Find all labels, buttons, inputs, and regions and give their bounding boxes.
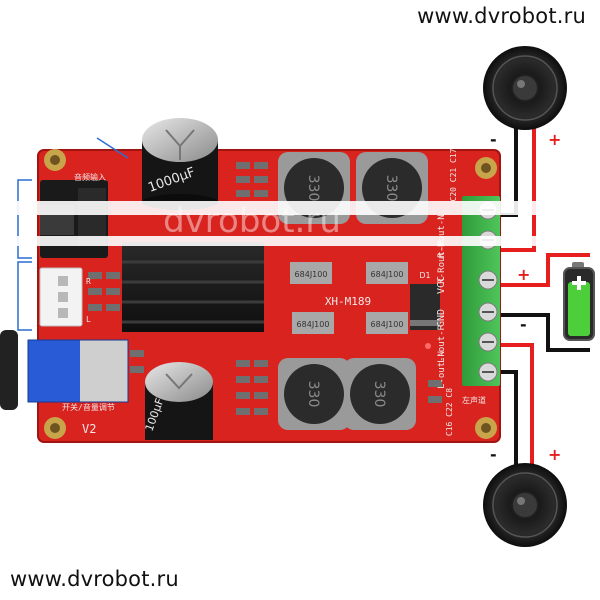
film-cap-label: 684J100: [297, 320, 330, 329]
polarity-plus-bottom-speaker: +: [548, 445, 561, 464]
inductor-code-label: 330: [383, 175, 399, 202]
left-channel-label: 左声道: [462, 395, 486, 405]
wire-left-speaker-minus: [500, 370, 518, 470]
smd-components: [88, 162, 442, 415]
pin-label-r-out-p: R-Rout-P: [437, 240, 447, 284]
polarity-minus-bottom-speaker: -: [490, 445, 497, 464]
polarity-plus-battery: +: [517, 265, 530, 284]
pin-label-l-out-p: L-out-P: [437, 324, 447, 363]
inductor-code-label: 330: [305, 175, 321, 202]
mounting-hole: [44, 149, 66, 171]
film-cap-label: 684J100: [295, 270, 328, 279]
wire-left-speaker-plus: [500, 343, 534, 470]
film-cap-label: 684J100: [371, 270, 404, 279]
inductor-code-label: 330: [305, 381, 321, 408]
film-cap-label: 684J100: [371, 320, 404, 329]
film-capacitor: 684J100: [290, 262, 332, 284]
switch-volume-label: 开关/音量调节: [62, 402, 115, 412]
diode-label: D1: [419, 271, 430, 280]
inductor-code-label: 330: [371, 381, 387, 408]
speaker-icon: [483, 463, 567, 547]
film-capacitor: 684J100: [366, 312, 408, 334]
mounting-hole: [475, 157, 497, 179]
input-connector: [39, 267, 83, 327]
speaker-icon: [483, 46, 567, 130]
pin-label-l-out-n: L-out-N: [437, 351, 447, 389]
screw-terminal-block: [462, 196, 500, 386]
watermark-bottom: www.dvrobot.ru: [10, 567, 179, 591]
pin-label-vcc: VCC: [436, 276, 447, 294]
film-capacitor: 684J100: [366, 262, 408, 284]
film-capacitor: 684J100: [292, 312, 334, 334]
left-channel-pin-label: L: [86, 315, 91, 324]
polarity-minus-top-speaker: -: [490, 130, 497, 149]
pin-label-gnd: GND: [436, 309, 447, 327]
potentiometer: [0, 330, 129, 410]
inductor: 330: [344, 358, 416, 430]
polarity-minus-battery: -: [520, 315, 527, 334]
wire-battery-plus: [500, 253, 590, 287]
watermark-top: www.dvrobot.ru: [417, 4, 586, 28]
board-version-label: V2: [82, 422, 96, 436]
inductor: 330: [278, 358, 350, 430]
electrolytic-capacitor: 100µF: [143, 362, 213, 440]
audio-input-label: 音频输入: [74, 172, 106, 182]
board-model-label: XH-M189: [325, 295, 371, 308]
watermark-overlay: dvrobot.ru: [163, 201, 341, 241]
audio-jack: [40, 180, 108, 258]
heatsink: [122, 242, 264, 332]
wire-battery-minus: [500, 313, 590, 352]
cap-reference-top: C20 C21 C17: [449, 148, 458, 201]
power-led: [425, 343, 431, 349]
polarity-plus-top-speaker: +: [548, 130, 561, 149]
battery-icon: [563, 262, 595, 341]
diode: D1: [410, 271, 440, 330]
mounting-hole: [44, 417, 66, 439]
cap-reference-bottom: C16 C22 C8: [445, 388, 454, 436]
mounting-hole: [475, 417, 497, 439]
wire-right-speaker-plus: [500, 125, 536, 252]
electrolytic-capacitor: 1000µF: [142, 118, 218, 210]
right-channel-pin-label: R: [86, 277, 91, 286]
